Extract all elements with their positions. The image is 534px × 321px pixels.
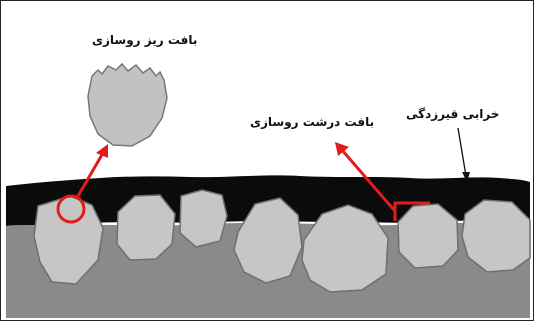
aggregate-stone	[462, 200, 530, 272]
aggregate-stone	[117, 195, 175, 260]
magnified-aggregate	[88, 64, 167, 146]
bleeding-distress-label: خرابی قیرزدگی	[406, 108, 499, 120]
aggregate-stone	[180, 190, 227, 247]
coarse-texture-label: بافت درشت روسازی	[250, 116, 374, 128]
leader-line	[458, 128, 466, 176]
fine-texture-label: بافت ریز روسازی	[92, 34, 197, 46]
aggregate-stone	[398, 204, 458, 268]
